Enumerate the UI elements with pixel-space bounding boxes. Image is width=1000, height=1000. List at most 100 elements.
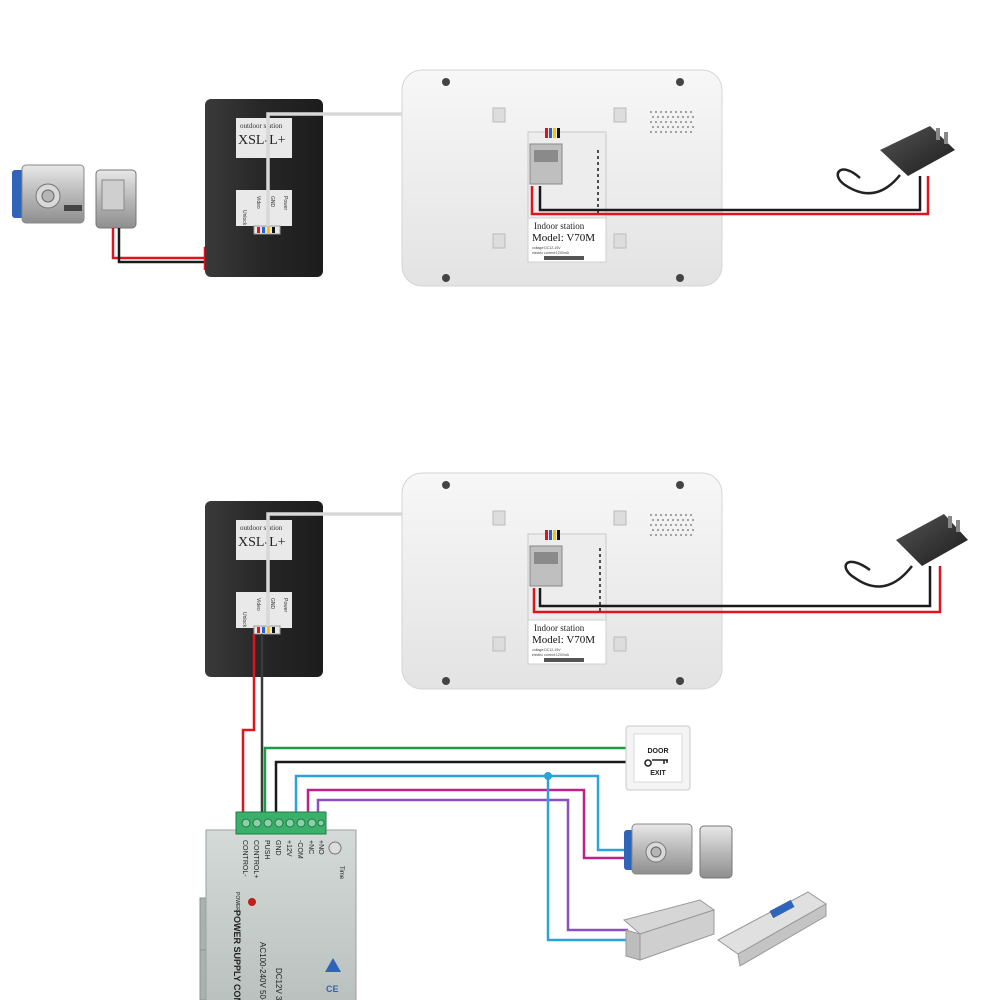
speaker-hole xyxy=(689,513,693,517)
speaker-hole xyxy=(656,528,660,532)
indoor-station-current-bottom: electric current:1200mA xyxy=(532,653,570,657)
terminal-label-video: Video xyxy=(255,196,261,209)
indoor-station-title: Indoor station xyxy=(534,221,585,231)
speaker-hole xyxy=(669,110,673,114)
wire-green-exit xyxy=(263,746,628,812)
speaker-hole xyxy=(679,533,683,537)
speaker-hole xyxy=(664,523,668,527)
speaker-hole xyxy=(651,528,655,532)
speaker-hole xyxy=(666,518,670,522)
wire-blue-maglock xyxy=(546,776,628,942)
speaker-hole xyxy=(656,115,660,119)
exit-button-door: DOOR xyxy=(648,748,669,755)
speaker-hole xyxy=(649,513,653,517)
psu-name: POWER SUPPLY CONTROL xyxy=(232,910,242,1000)
speaker-hole xyxy=(679,513,683,517)
speaker-hole xyxy=(681,518,685,522)
indoor-power-red-bottom xyxy=(532,566,942,614)
outdoor-station-model-bottom: XSL-L+ xyxy=(238,535,286,550)
warning-icon xyxy=(325,958,341,972)
psu-terminal-nc: +NC xyxy=(307,840,314,854)
speaker-hole xyxy=(654,120,658,124)
speaker-hole xyxy=(659,120,663,124)
speaker-hole xyxy=(669,120,673,124)
speaker-hole xyxy=(684,523,688,527)
speaker-hole xyxy=(649,120,653,124)
speaker-hole xyxy=(689,130,693,134)
speaker-hole xyxy=(666,528,670,532)
speaker-hole xyxy=(654,513,658,517)
outdoor-station-bottom: outdoor station XSL-L+ Unlock Video GND … xyxy=(205,501,323,677)
speaker-hole xyxy=(679,120,683,124)
indoor-power-black-top xyxy=(538,176,922,212)
outdoor-psu-red xyxy=(241,634,256,812)
speaker-hole xyxy=(649,130,653,134)
power-supply-control: CONTROL- CONTROL+ PUSH GND +12V -COM +NC… xyxy=(199,811,357,1000)
speaker-hole xyxy=(689,120,693,124)
speaker-hole xyxy=(659,130,663,134)
speaker-hole xyxy=(689,523,693,527)
speaker-hole xyxy=(669,523,673,527)
terminal-label-gnd-bottom: GND xyxy=(269,598,275,610)
electric-lock-bottom xyxy=(624,823,733,879)
speaker-hole xyxy=(674,120,678,124)
speaker-hole xyxy=(691,115,695,119)
speaker-hole xyxy=(651,518,655,522)
magnetic-lock xyxy=(622,899,716,961)
power-adapter-top xyxy=(836,126,955,195)
psu-output: DC12V 3A xyxy=(274,968,283,1000)
speaker-hole xyxy=(691,125,695,129)
power-led-icon xyxy=(248,898,256,906)
speaker-hole xyxy=(676,125,680,129)
speaker-hole xyxy=(669,130,673,134)
speaker-hole xyxy=(679,110,683,114)
speaker-hole xyxy=(656,125,660,129)
outdoor-station-top: outdoor station XSL-L+ Unlock Video GND … xyxy=(205,99,323,277)
psu-terminal-push: PUSH xyxy=(263,840,270,859)
speaker-hole xyxy=(649,533,653,537)
indoor-station-model-bottom: Model: V70M xyxy=(532,634,595,646)
wire-black-exit xyxy=(274,760,628,812)
speaker-hole xyxy=(679,130,683,134)
speaker-hole xyxy=(649,523,653,527)
speaker-hole xyxy=(684,110,688,114)
speaker-hole xyxy=(656,518,660,522)
outdoor-station-title: outdoor station xyxy=(240,122,283,130)
key-icon xyxy=(644,759,668,767)
time-dial-icon xyxy=(328,841,342,855)
speaker-hole xyxy=(661,528,665,532)
terminal-label-unlock: Unlock xyxy=(241,210,247,226)
speaker-hole xyxy=(684,120,688,124)
speaker-hole xyxy=(676,528,680,532)
speaker-hole xyxy=(674,523,678,527)
terminal-label-power-bottom: Power xyxy=(282,598,288,613)
speaker-hole xyxy=(686,125,690,129)
indoor-power-red-top xyxy=(530,176,930,216)
speaker-hole xyxy=(671,528,675,532)
speaker-hole xyxy=(686,518,690,522)
psu-terminal-control-plus: CONTROL+ xyxy=(252,840,259,878)
speaker-hole xyxy=(674,130,678,134)
speaker-hole xyxy=(681,115,685,119)
speaker-hole xyxy=(661,115,665,119)
speaker-hole xyxy=(686,528,690,532)
top-diagram: outdoor station XSL-L+ Unlock Video GND … xyxy=(12,69,955,287)
speaker-hole xyxy=(691,518,695,522)
speaker-hole xyxy=(684,513,688,517)
indoor-station-current: electric current:1200mA xyxy=(532,251,570,255)
ce-mark-icon: CE xyxy=(326,984,339,994)
speaker-hole xyxy=(671,518,675,522)
psu-time-label: Time xyxy=(338,866,344,880)
outdoor-station-model: XSL-L+ xyxy=(238,133,286,148)
speaker-hole xyxy=(661,518,665,522)
speaker-hole xyxy=(659,513,663,517)
psu-terminal-12v: +12V xyxy=(285,840,292,857)
speaker-hole xyxy=(661,125,665,129)
speaker-hole xyxy=(674,513,678,517)
speaker-hole xyxy=(681,125,685,129)
indoor-station-top: Indoor station Model: V70M voltage:DC12-… xyxy=(401,69,723,287)
speaker-hole xyxy=(689,110,693,114)
speaker-hole xyxy=(691,528,695,532)
indoor-station-voltage: voltage:DC12-15V xyxy=(532,246,561,250)
